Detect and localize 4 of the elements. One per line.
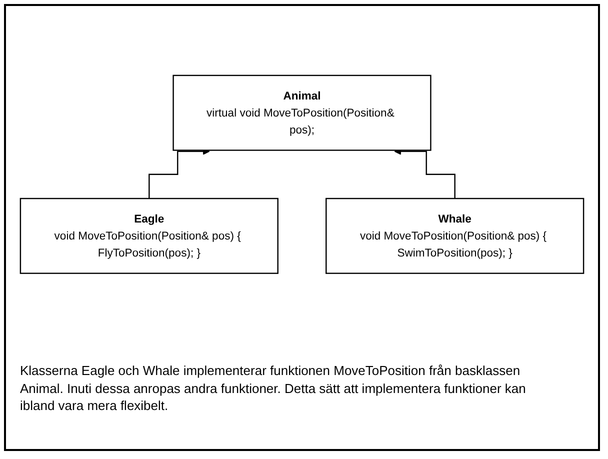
node-box: Whale void MoveToPosition(Position& pos) { SwimToPosition(pos); } <box>326 198 584 274</box>
node-box: Animal virtual void MoveToPosition(Position& pos); <box>172 74 432 150</box>
caption: Klasserna Eagle och Whale implementerar funktionen MoveToPosition från basklassen Animal. Inuti dessa anropas andra funktioner. Detta sätt att implementera funktioner kan ibland vara mera flexibelt. <box>20 362 527 415</box>
node-box: Eagle void MoveToPosition(Position& pos) { FlyToPosition(pos); } <box>20 198 278 274</box>
